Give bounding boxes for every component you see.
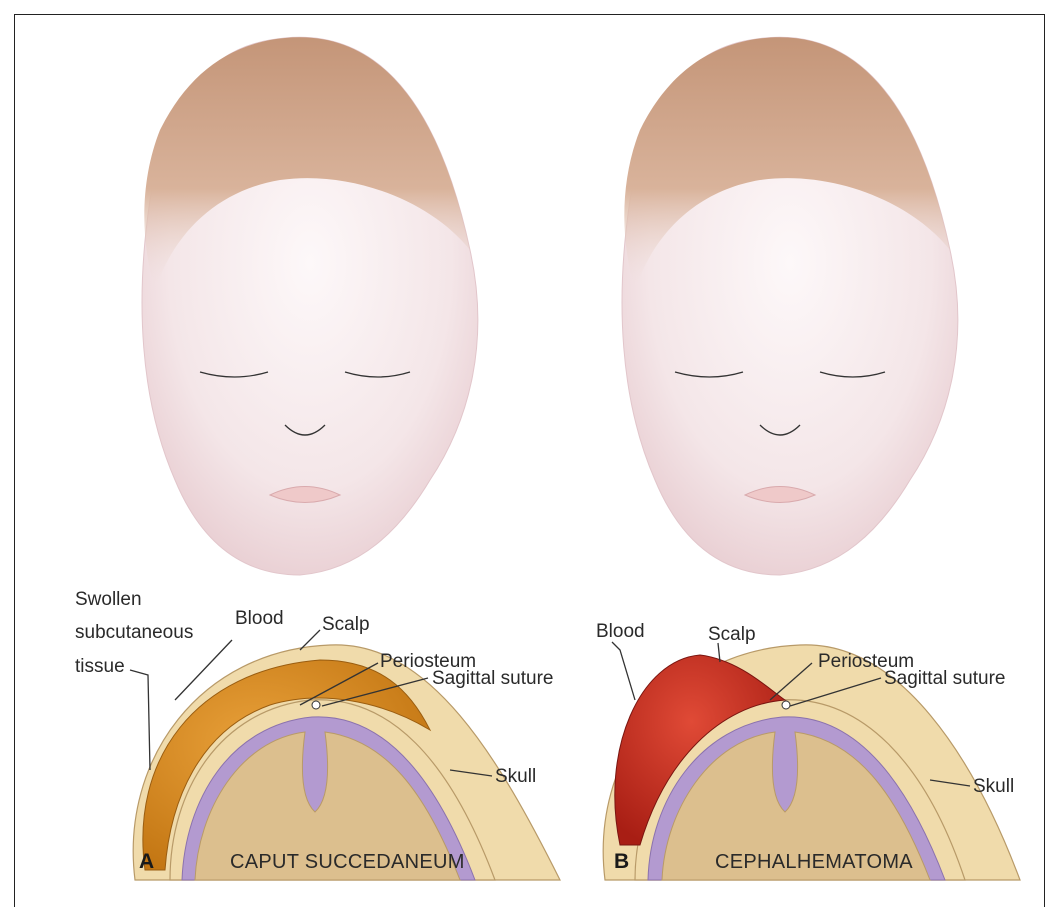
label-swollen-line2: subcutaneous [75,622,193,643]
label-scalp-b: Scalp [708,624,756,645]
label-skull-b: Skull [973,776,1014,797]
label-blood-b: Blood [596,621,645,642]
label-swollen-line3: tissue [75,656,125,677]
sagittal-suture-b [782,701,790,709]
label-swollen-line1: Swollen [75,589,142,610]
label-skull-a: Skull [495,766,536,787]
caption-b: CEPHALHEMATOMA [715,851,913,873]
label-sagittal-suture-b: Sagittal suture [884,668,1005,689]
baby-head-a [142,37,478,575]
panel-letter-b: B [614,850,629,873]
panel-letter-a: A [139,850,154,873]
label-blood-a: Blood [235,608,284,629]
caption-a: CAPUT SUCCEDANEUM [230,851,465,873]
baby-head-b [622,37,958,575]
label-scalp-a: Scalp [322,614,370,635]
label-sagittal-suture-a: Sagittal suture [432,668,553,689]
sagittal-suture-a [312,701,320,709]
